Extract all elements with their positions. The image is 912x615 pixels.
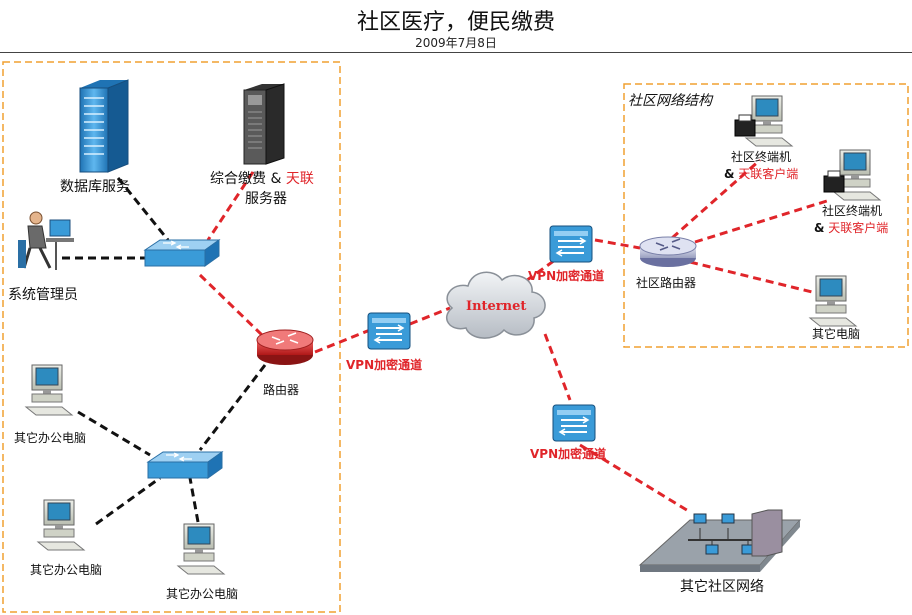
community-region-border (623, 83, 909, 348)
label-terminal-2-line2: & 天联客户端 (814, 219, 888, 236)
label-terminal-2-line1: 社区终端机 (822, 204, 883, 218)
office-pc-1-icon (25, 364, 73, 416)
other-community-network-icon (638, 509, 802, 572)
payment-server-icon (243, 83, 285, 165)
label-vpn-3: VPN加密通道 (530, 447, 607, 461)
diagram-title: 社区医疗，便民缴费 (356, 10, 555, 35)
label-router: 路由器 (263, 383, 300, 397)
office-pc-2-icon (37, 499, 85, 551)
router-icon (256, 329, 314, 365)
lan-region-border (2, 61, 341, 613)
label-database-server: 数据库服务 (60, 179, 130, 195)
label-terminal-1-line1: 社区终端机 (731, 150, 792, 164)
administrator-icon (18, 211, 74, 270)
diagram-date: 2009年7月8日 (415, 36, 497, 50)
internet-cloud-icon (446, 271, 546, 339)
community-terminal-2-icon (823, 149, 881, 201)
label-office-pc-2: 其它办公电脑 (30, 563, 103, 577)
label-terminal-1-amp: & (724, 167, 735, 181)
label-terminal-1-client: 天联客户端 (738, 167, 799, 181)
label-community-router: 社区路由器 (636, 276, 697, 290)
label-payment-server-line2: 服务器 (245, 191, 287, 207)
label-internet: Internet (466, 299, 527, 314)
label-community-network: 社区网络结构 (628, 93, 712, 109)
label-payment-server: 综合缴费 & 天联 (210, 168, 314, 188)
office-switch-icon (147, 451, 223, 479)
community-terminal-1-icon (734, 95, 793, 147)
label-vpn-1: VPN加密通道 (346, 358, 423, 372)
vpn-device-3-icon (552, 404, 596, 442)
lan-links (62, 177, 267, 526)
office-pc-3-icon (177, 523, 225, 575)
label-office-pc-3: 其它办公电脑 (166, 587, 239, 601)
title-divider (0, 52, 912, 53)
label-admin: 系统管理员 (8, 287, 78, 303)
label-other-pc: 其它电脑 (812, 327, 861, 341)
label-other-community-network: 其它社区网络 (680, 579, 764, 595)
vpn-links (198, 158, 831, 514)
label-vpn-2: VPN加密通道 (528, 269, 605, 283)
core-switch-icon (144, 239, 220, 267)
label-terminal-1-line2: & 天联客户端 (724, 165, 798, 182)
vpn-device-2-icon (549, 225, 593, 263)
database-server-icon (79, 79, 129, 173)
label-payment-server-tianlian: 天联 (285, 171, 314, 187)
label-payment-server-line1: 综合缴费 & (210, 171, 282, 187)
label-terminal-2-client: 天联客户端 (828, 221, 889, 235)
label-office-pc-1: 其它办公电脑 (14, 431, 87, 445)
vpn-device-1-icon (367, 312, 411, 350)
community-router-icon (639, 236, 697, 267)
label-terminal-2-amp: & (814, 221, 825, 235)
other-pc-icon (809, 275, 857, 327)
